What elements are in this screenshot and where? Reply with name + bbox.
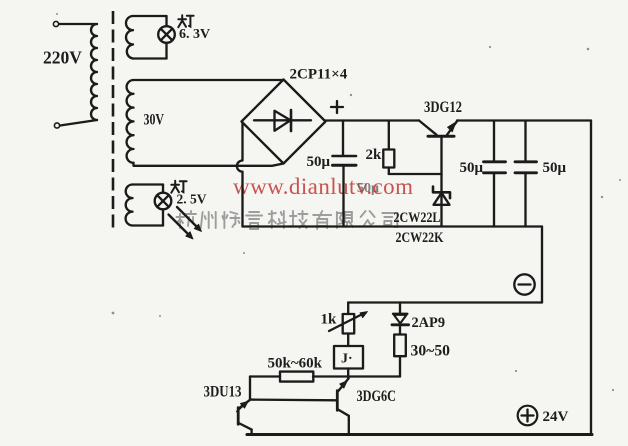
svg-text:30V: 30V: [144, 112, 165, 129]
svg-text:6. 3V: 6. 3V: [179, 27, 210, 42]
svg-text:220V: 220V: [43, 48, 82, 68]
svg-text:2. 5V: 2. 5V: [177, 192, 207, 207]
svg-text:3DG6C: 3DG6C: [357, 388, 397, 405]
svg-text:24V: 24V: [543, 409, 569, 425]
svg-text:J·: J·: [341, 352, 353, 367]
svg-text:50μ: 50μ: [543, 160, 567, 176]
svg-text:1k: 1k: [321, 312, 338, 328]
svg-text:2AP9: 2AP9: [412, 315, 446, 331]
svg-text:2CW22K: 2CW22K: [396, 230, 444, 246]
svg-text:2CW22L: 2CW22L: [394, 210, 441, 226]
svg-text:3DU13: 3DU13: [204, 384, 242, 401]
svg-text:50μ: 50μ: [357, 181, 379, 196]
svg-text:www.dianlutv.com: www.dianlutv.com: [233, 174, 413, 199]
svg-text:2CP11×4: 2CP11×4: [290, 67, 348, 83]
svg-text:50μ: 50μ: [307, 154, 331, 170]
svg-text:50k~60k: 50k~60k: [268, 356, 323, 372]
svg-text:50μ: 50μ: [460, 160, 484, 176]
svg-text:3DG12: 3DG12: [424, 99, 462, 116]
svg-text:2k: 2k: [366, 147, 383, 163]
